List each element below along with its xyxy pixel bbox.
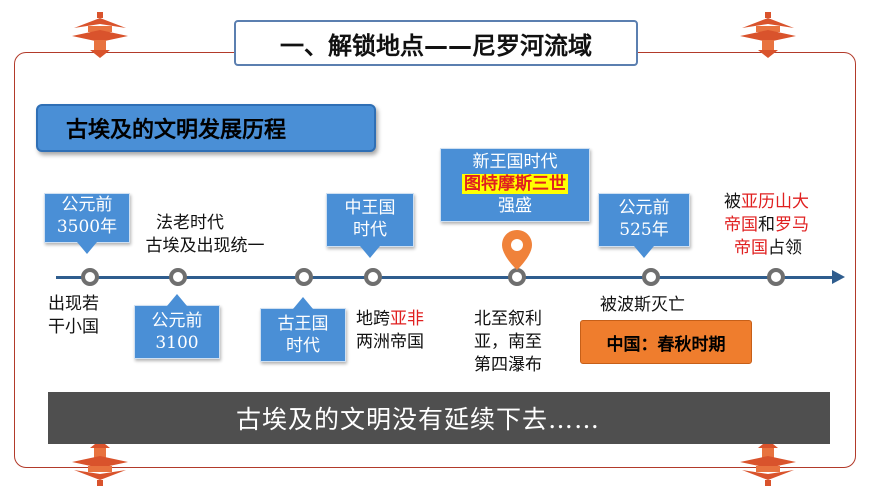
callout-line: 图特摩斯三世 <box>441 173 589 195</box>
callout-line: 公元前 <box>61 195 113 215</box>
location-pin-icon <box>502 230 532 270</box>
callout-line: 中王国 <box>344 198 396 218</box>
conclusion-banner: 古埃及的文明没有延续下去…… <box>48 392 830 444</box>
event-desc-asia-africa-empire: 地跨亚非 两洲帝国 <box>356 308 424 354</box>
event-callout-3100bc: 公元前 3100 <box>134 294 220 359</box>
text-line: 干小国 <box>48 317 99 337</box>
callout-line: 3100 <box>155 333 199 353</box>
china-period-note: 中国：春秋时期 <box>580 320 752 364</box>
event-desc-pharaoh-era: 法老时代 古埃及出现统一 <box>130 212 280 258</box>
text-line: 古埃及出现统一 <box>145 236 265 256</box>
event-callout-old-kingdom: 古王国 时代 <box>260 297 346 362</box>
slide-title: 一、解锁地点——尼罗河流域 <box>234 20 638 66</box>
callout-line: 时代 <box>286 336 320 356</box>
text-line: 第四瀑布 <box>474 355 542 375</box>
text-line: 法老时代 <box>156 213 224 233</box>
lantern-ornament-left-bottom-icon <box>72 440 128 486</box>
timeline-node-6 <box>642 268 660 286</box>
timeline-arrow-icon <box>832 270 845 284</box>
event-desc-small-states: 出现若 干小国 <box>48 293 99 339</box>
callout-pointer <box>77 242 97 254</box>
lantern-ornament-right-bottom-icon <box>740 440 796 486</box>
highlight-text: 帝国 <box>724 215 758 235</box>
event-callout-3500bc: 公元前 3500年 <box>44 193 130 254</box>
timeline-axis <box>56 276 836 279</box>
timeline-node-3 <box>295 268 313 286</box>
text-line: 北至叙利 <box>474 309 542 329</box>
text-line: 出现若 <box>48 294 99 314</box>
callout-line: 525年 <box>619 220 669 240</box>
event-callout-new-kingdom: 新王国时代 图特摩斯三世 强盛 <box>440 148 590 222</box>
lantern-ornament-left-top-icon <box>72 12 128 58</box>
text-line: 两洲帝国 <box>356 332 424 352</box>
highlight-text: 亚历山大 <box>741 192 809 212</box>
event-callout-525bc: 公元前 525年 <box>598 193 690 258</box>
callout-line: 公元前 <box>618 198 670 218</box>
conclusion-text: 古埃及的文明没有延续下去…… <box>236 405 601 434</box>
text-line: 帝国占领 <box>724 237 809 260</box>
event-desc-territory: 北至叙利 亚，南至 第四瀑布 <box>474 308 542 377</box>
text-line: 亚，南至 <box>474 332 542 352</box>
callout-line: 3500年 <box>56 217 118 237</box>
highlight-text: 罗马 <box>775 215 809 235</box>
highlight-text: 帝国 <box>734 238 768 258</box>
timeline-node-7 <box>767 268 785 286</box>
text-span: 和 <box>758 215 775 235</box>
event-desc-alexander-rome: 被亚历山大 帝国和罗马 帝国占领 <box>724 191 809 260</box>
section-subtitle: 古埃及的文明发展历程 <box>36 104 376 152</box>
callout-pointer <box>167 294 187 306</box>
text-span: 地跨 <box>356 309 390 329</box>
text-line: 被亚历山大 <box>724 191 809 214</box>
callout-pointer <box>360 246 380 258</box>
callout-line: 时代 <box>353 220 387 240</box>
event-desc-persia-conquest: 被波斯灭亡 <box>600 295 685 315</box>
text-span: 被 <box>724 192 741 212</box>
text-line: 地跨亚非 <box>356 308 424 331</box>
event-callout-middle-kingdom: 中王国 时代 <box>326 193 414 258</box>
timeline-node-2 <box>169 268 187 286</box>
highlight-text: 亚非 <box>390 309 424 329</box>
timeline-node-4 <box>364 268 382 286</box>
callout-line: 公元前 <box>151 311 203 331</box>
callout-line: 新王国时代 <box>472 152 558 172</box>
text-span: 占领 <box>768 238 802 258</box>
timeline-node-1 <box>81 268 99 286</box>
text-line: 帝国和罗马 <box>724 214 809 237</box>
thutmose-highlight: 图特摩斯三世 <box>462 174 568 194</box>
callout-pointer <box>634 246 654 258</box>
callout-line: 强盛 <box>498 196 532 216</box>
callout-line: 古王国 <box>277 314 329 334</box>
callout-pointer <box>293 297 313 309</box>
lantern-ornament-right-top-icon <box>740 12 796 58</box>
